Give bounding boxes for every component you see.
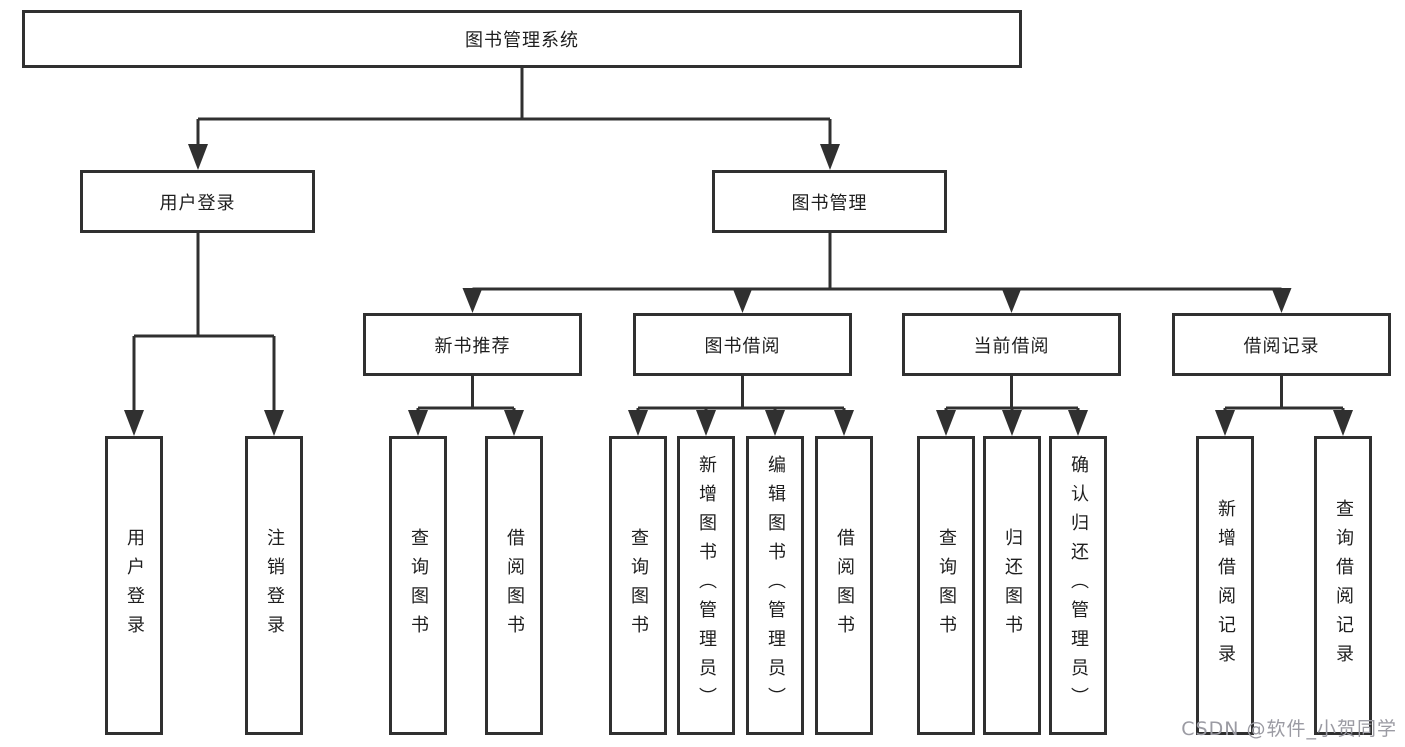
arrow-down-icon [1271,288,1292,313]
arrow-down-icon [1333,410,1353,436]
node-current-borrowing: 当前借阅 [902,313,1121,376]
leaf-query-books-recommend: 查询图书 [389,436,447,735]
leaf-logout-login: 注销登录 [245,436,303,735]
arrow-down-icon [696,410,716,436]
leaf-edit-book-admin: 编辑图书（管理员） [746,436,804,735]
arrow-down-icon [188,144,208,170]
leaf-label: 用户登录 [124,527,145,644]
arrow-down-icon [408,410,428,436]
connector-line [416,376,516,411]
arrow-down-icon [834,410,854,436]
leaf-label: 确认归还（管理员） [1068,455,1089,716]
arrow-down-icon [1001,288,1022,313]
arrow-down-icon [1215,410,1235,436]
arrow-down-icon [1068,410,1088,436]
leaf-label: 借阅图书 [504,527,525,644]
node-new-book-recommend: 新书推荐 [363,313,582,376]
leaf-query-borrow-record: 查询借阅记录 [1314,436,1372,735]
arrow-down-icon [1002,410,1022,436]
leaf-label: 编辑图书（管理员） [765,455,786,716]
leaf-add-borrow-record: 新增借阅记录 [1196,436,1254,735]
leaf-label: 查询图书 [936,527,957,644]
arrow-down-icon [462,288,483,313]
arrow-down-icon [628,410,648,436]
arrow-down-icon [504,410,524,436]
leaf-label: 查询图书 [628,527,649,644]
leaf-add-book-admin: 新增图书（管理员） [677,436,735,735]
arrow-down-icon [732,288,753,313]
arrow-down-icon [936,410,956,436]
connector-line [944,376,1080,411]
arrow-down-icon [264,410,284,436]
leaf-label: 注销登录 [264,527,285,644]
leaf-query-books-borrowing: 查询图书 [609,436,667,735]
csdn-watermark: CSDN @软件_小贺同学 [1181,718,1397,740]
connector-line [472,233,1282,291]
node-library-system: 图书管理系统 [22,10,1022,68]
connector-line [132,233,276,412]
leaf-user-login: 用户登录 [105,436,163,735]
leaf-borrow-books-borrowing: 借阅图书 [815,436,873,735]
connector-line [636,376,846,411]
leaf-borrow-books-recommend: 借阅图书 [485,436,543,735]
leaf-label: 查询图书 [408,527,429,644]
leaf-label: 查询借阅记录 [1333,498,1354,673]
leaf-label: 新增图书（管理员） [696,455,717,716]
leaf-query-books-current: 查询图书 [917,436,975,735]
connector-line [1223,376,1345,411]
leaf-return-book: 归还图书 [983,436,1041,735]
leaf-confirm-return-admin: 确认归还（管理员） [1049,436,1107,735]
node-borrowing-records: 借阅记录 [1172,313,1391,376]
arrow-down-icon [765,410,785,436]
leaf-label: 新增借阅记录 [1215,498,1236,673]
arrow-down-icon [124,410,144,436]
node-book-management: 图书管理 [712,170,947,233]
leaf-label: 归还图书 [1002,527,1023,644]
leaf-label: 借阅图书 [834,527,855,644]
node-book-borrowing: 图书借阅 [633,313,852,376]
node-user-login: 用户登录 [80,170,315,233]
arrow-down-icon [820,144,840,170]
connector-line [196,68,832,146]
